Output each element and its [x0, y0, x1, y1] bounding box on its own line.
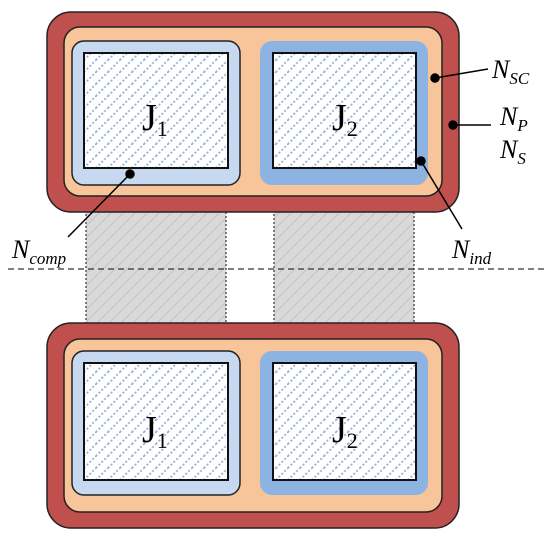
top-j2-block [272, 52, 417, 169]
top-j1-label: J1 [142, 97, 168, 141]
leader-n-p-dot [448, 120, 458, 130]
leader-n-sc [434, 68, 489, 79]
label-n-p: NP [499, 102, 528, 135]
leader-n-comp [67, 173, 131, 238]
leader-n-ind [420, 160, 463, 230]
gap-column-right [273, 199, 415, 331]
top-j1-block [83, 52, 229, 169]
leader-n-sc-dot [430, 73, 440, 83]
gap-column-left [85, 199, 227, 331]
label-n-ind: Nind [451, 235, 492, 268]
bottom-module: J1 J2 [46, 322, 460, 529]
leader-n-ind-dot [416, 156, 426, 166]
label-n-comp: Ncomp [11, 235, 66, 268]
label-n-s: NS [499, 135, 526, 168]
leader-lines [67, 68, 491, 238]
top-module: J1 J2 [46, 11, 460, 213]
top-j2-label: J2 [332, 97, 358, 141]
leader-n-comp-dot [125, 169, 135, 179]
bottom-j2-block [272, 362, 417, 481]
label-n-sc: NSC [491, 55, 530, 88]
bottom-j1-label: J1 [142, 409, 168, 453]
bottom-j1-block [83, 362, 229, 481]
bottom-j2-label: J2 [332, 409, 358, 453]
